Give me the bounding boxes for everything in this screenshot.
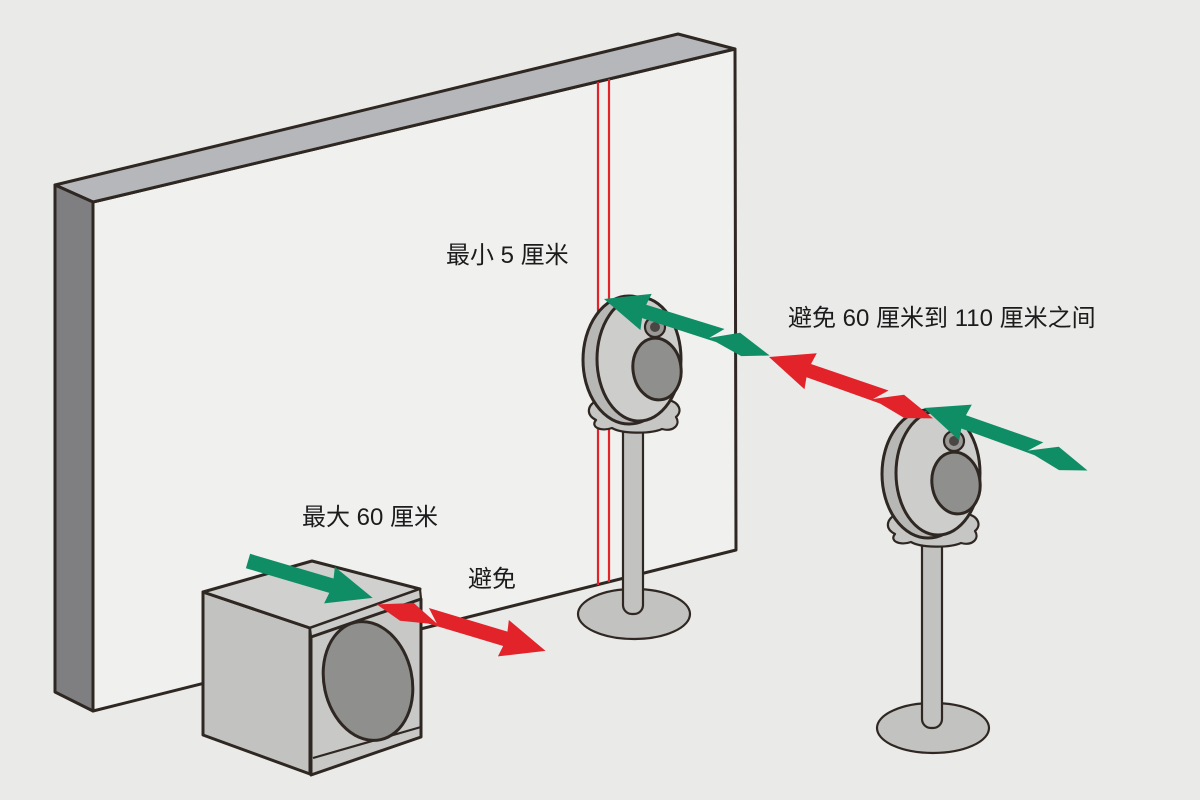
label-avoid: 避免 bbox=[468, 566, 516, 593]
label-avoid-range: 避免 60 厘米到 110 厘米之间 bbox=[788, 305, 1096, 332]
subwoofer bbox=[201, 559, 423, 777]
monitor-speaker-away-from-wall bbox=[875, 408, 991, 755]
red-avoid-range-arrow bbox=[762, 339, 941, 432]
subwoofer-driver bbox=[321, 620, 415, 742]
label-max-distance: 最大 60 厘米 bbox=[302, 504, 439, 531]
wall-side-face bbox=[53, 183, 95, 713]
label-min-distance: 最小 5 厘米 bbox=[446, 242, 569, 269]
wall bbox=[53, 32, 738, 713]
subwoofer-plinth-line bbox=[312, 725, 422, 760]
